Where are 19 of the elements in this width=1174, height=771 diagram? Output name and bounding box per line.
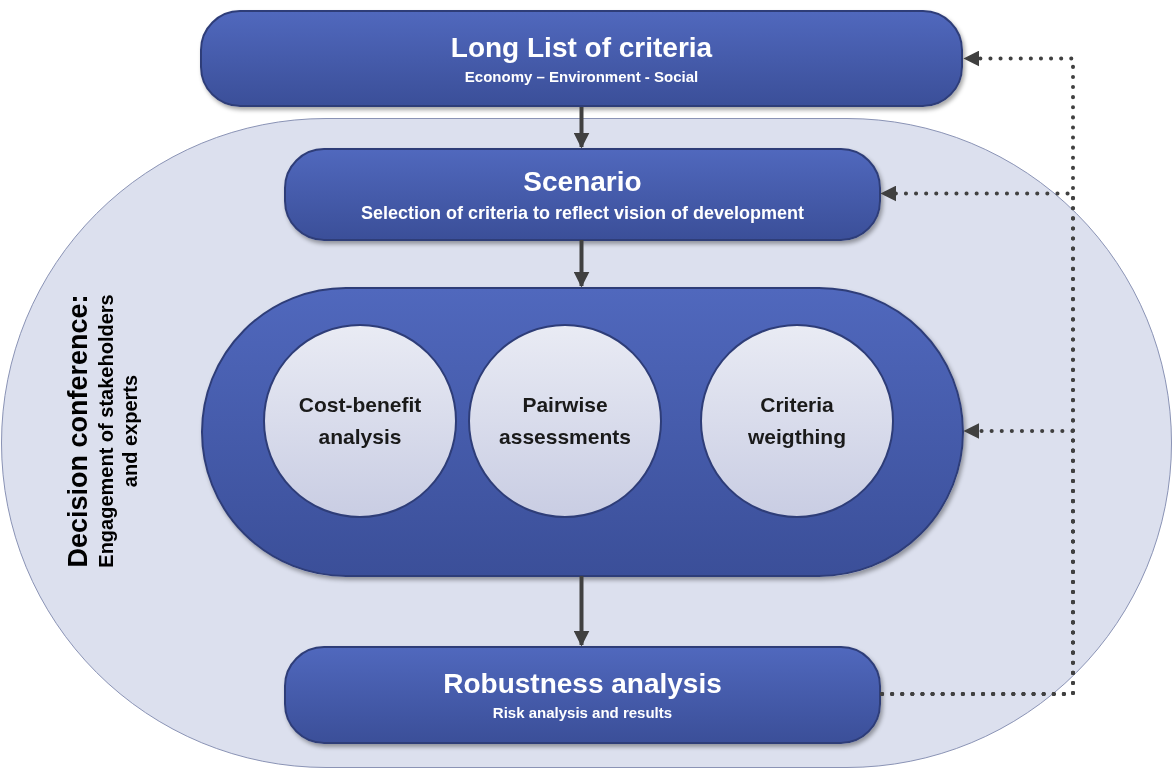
stage-title: Long List of criteria bbox=[450, 30, 713, 65]
dotted-feedback-arrow bbox=[880, 423, 1075, 696]
stage-pill bbox=[200, 10, 963, 107]
method-label: Cost-benefit analysis bbox=[297, 392, 423, 450]
conference-area bbox=[1, 118, 1172, 768]
method-label: Pairwise assessments bbox=[498, 392, 632, 450]
stage-subtitle: Economy – Environment - Social bbox=[464, 66, 699, 87]
method-label: Criteria weigthing bbox=[747, 392, 847, 450]
flow-arrow bbox=[573, 240, 590, 288]
stage-pill bbox=[284, 148, 881, 241]
stage-title: Robustness analysis bbox=[443, 667, 722, 701]
side-subheading: Engagement of stakeholders and experts bbox=[94, 293, 142, 570]
side-heading: Decision conference: bbox=[62, 294, 94, 568]
stage-pill bbox=[284, 646, 881, 744]
stage-subtitle: Risk analysis and results bbox=[492, 703, 673, 723]
stage-subtitle: Selection of criteria to reflect vision of development bbox=[360, 201, 805, 225]
stage-title: Scenario bbox=[523, 164, 642, 199]
flow-arrow bbox=[573, 576, 590, 647]
flow-arrow bbox=[573, 107, 590, 149]
